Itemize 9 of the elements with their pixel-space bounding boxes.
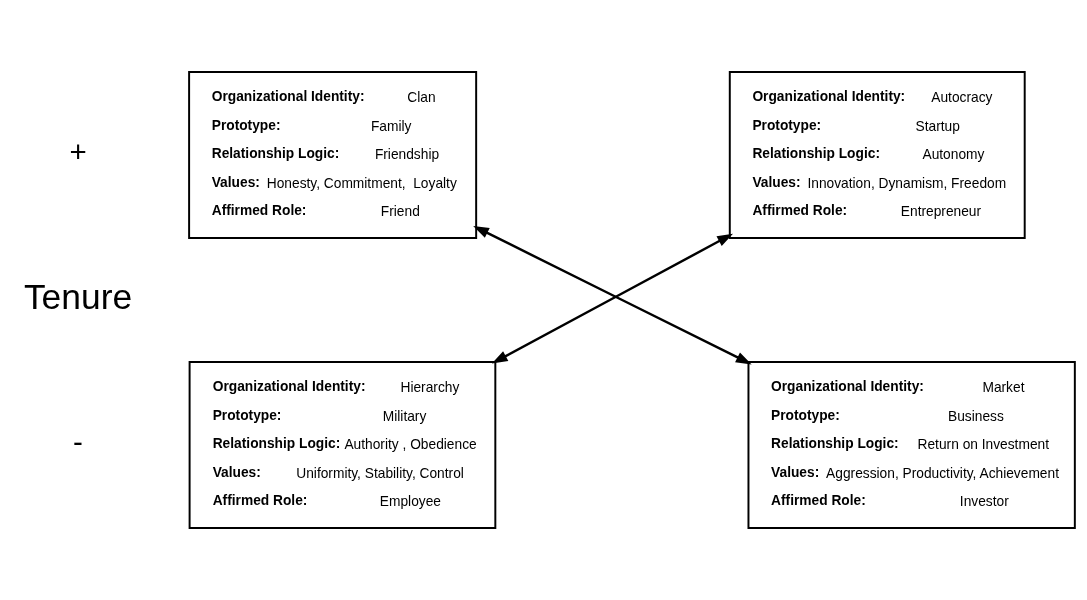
node-box: Organizational Identity: Market Prototype: Business Relationship Logic: Return on Investment Values: Aggression, Productivity, Achievement Affirmed Role: Investor: [747, 360, 1076, 530]
label: +: [69, 135, 87, 169]
arrow: [473, 225, 752, 365]
node-box: Organizational Identity: Hierarchy Prototype: Military Relationship Logic: Authority , Obedience Values: Uniformity, Stability, Control Affirmed Role: Employee: [188, 360, 497, 530]
label: Tenure: [23, 276, 133, 316]
label: -: [73, 425, 83, 459]
arrow: [491, 233, 733, 364]
node-box: Organizational Identity: Autocracy Prototype: Startup Relationship Logic: Autonomy Values: Innovation, Dynamism, Freedom Affirmed Role: Entrepreneur: [728, 70, 1026, 240]
node-box: Organizational Identity: Clan Prototype: Family Relationship Logic: Friendship Values: Honesty, Commitment, Loyalty Affirmed Role: Friend: [188, 70, 478, 240]
